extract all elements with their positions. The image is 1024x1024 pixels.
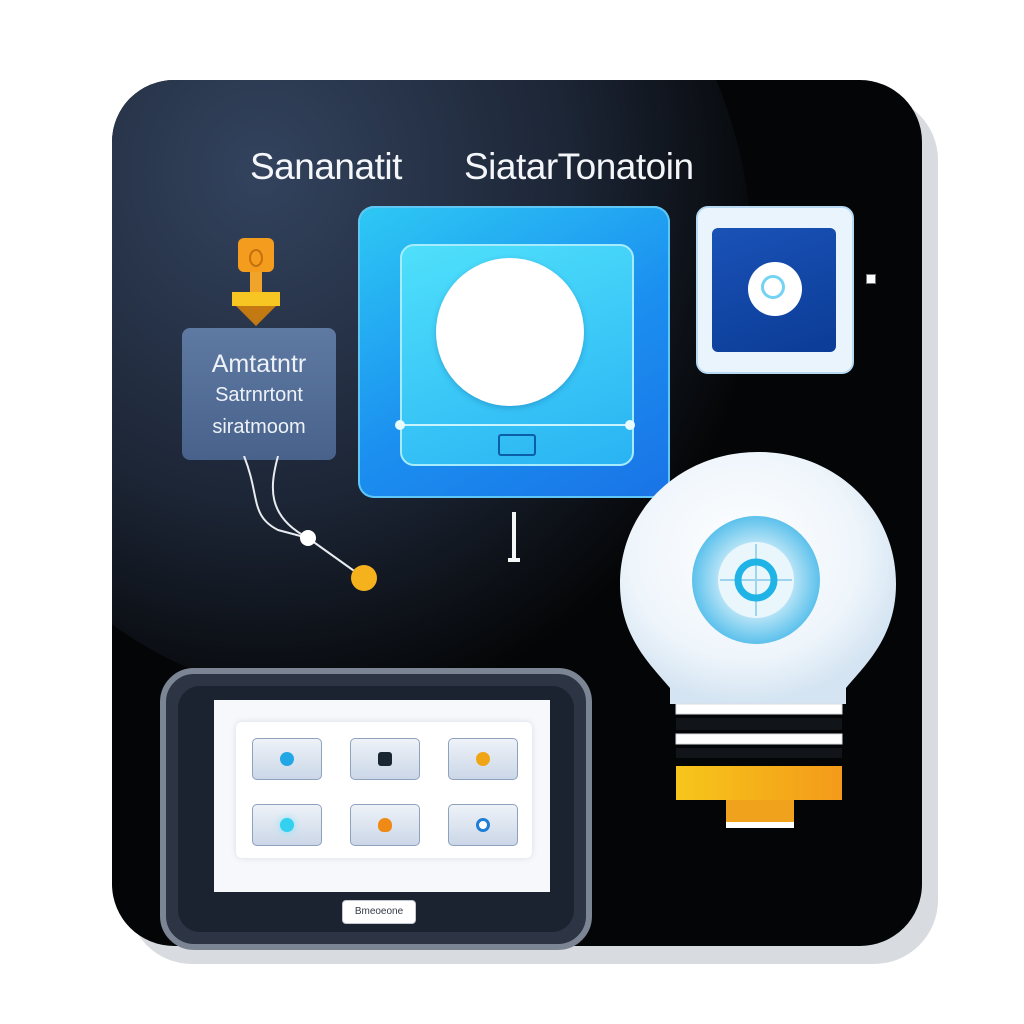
- app-button-sun[interactable]: [448, 738, 518, 780]
- display-stand: [508, 512, 520, 562]
- target-icon: [476, 818, 490, 832]
- app-button-camera[interactable]: [252, 738, 322, 780]
- bar-dot-left: [395, 420, 405, 430]
- smart-switch-panel: [712, 228, 836, 352]
- light-icon: [280, 818, 294, 832]
- indicator-dot: [866, 274, 876, 284]
- app-grid: [236, 722, 532, 858]
- app-button-flame[interactable]: [350, 804, 420, 846]
- connector-line: [243, 456, 377, 591]
- switch-knob-icon[interactable]: [748, 262, 802, 316]
- flame-icon: [378, 818, 392, 832]
- tablet-home-button[interactable]: Bmeoeone: [342, 900, 416, 924]
- smart-switch-device[interactable]: [696, 206, 854, 374]
- bar-dot-right: [625, 420, 635, 430]
- app-button-speaker[interactable]: [350, 738, 420, 780]
- info-card-line-2: Satrnrtont: [215, 384, 303, 406]
- sun-icon: [476, 752, 490, 766]
- info-card-line-3: siratmoom: [212, 416, 306, 438]
- page-title-right: SiatarTonatoin: [464, 146, 694, 187]
- smart-display-tile[interactable]: [358, 206, 670, 498]
- tablet-device: Bmeoeone: [160, 668, 592, 950]
- light-bulb-icon[interactable]: [620, 452, 896, 832]
- tablet-screen: [214, 700, 550, 892]
- page-title-left: Sananatit: [250, 146, 402, 187]
- info-card-title: Amtatntr: [211, 350, 307, 378]
- smart-display-bar: [395, 420, 635, 464]
- app-button-target[interactable]: [448, 804, 518, 846]
- battery-icon[interactable]: [498, 434, 536, 456]
- camera-lens-icon: [436, 258, 584, 406]
- location-pin-icon[interactable]: [232, 238, 280, 328]
- camera-icon: [280, 752, 294, 766]
- info-card[interactable]: Amtatntr Satrnrtont siratmoom: [182, 328, 336, 460]
- speaker-icon: [378, 752, 392, 766]
- app-button-light[interactable]: [252, 804, 322, 846]
